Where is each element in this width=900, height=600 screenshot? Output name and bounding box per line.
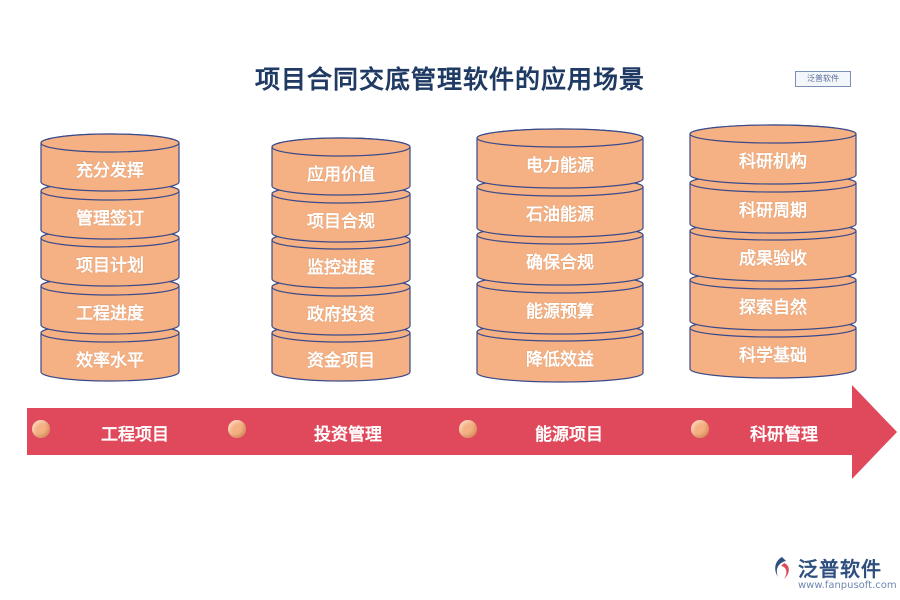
cylinder-label: 充分发挥 <box>76 161 144 181</box>
cylinder-label: 应用价值 <box>307 165 375 185</box>
cylinder-label: 资金项目 <box>307 351 375 371</box>
cylinder-label: 科研机构 <box>739 152 807 172</box>
cylinder-disk: 充分发挥 <box>40 133 180 199</box>
cylinder-label: 工程进度 <box>76 303 144 324</box>
cylinder-disk: 电力能源 <box>476 128 644 196</box>
cylinder-label: 确保合规 <box>526 253 594 273</box>
cylinder-label: 管理签订 <box>76 208 144 229</box>
category-label: 科研管理 <box>750 425 818 445</box>
timeline-dot <box>691 420 709 438</box>
cylinder-label: 项目计划 <box>76 256 144 276</box>
cylinder-label: 项目合规 <box>307 211 375 232</box>
timeline-dot <box>459 420 477 438</box>
category-label: 投资管理 <box>314 425 382 445</box>
cylinder-label: 效率水平 <box>76 351 144 371</box>
cylinder-disk: 管理签订 <box>40 180 180 247</box>
timeline-dot <box>32 420 50 438</box>
cylinder-label: 监控进度 <box>307 258 375 278</box>
page-title: 项目合同交底管理软件的应用场景 <box>254 65 645 94</box>
category-label: 工程项目 <box>101 425 169 445</box>
brand-url: www.fanpusoft.com <box>798 580 897 591</box>
brand-footer: 泛普软件 www.fanpusoft.com <box>770 553 897 598</box>
timeline-dot <box>228 420 246 438</box>
cylinder-disk: 应用价值 <box>271 137 411 203</box>
brand-name: 泛普软件 <box>798 557 882 581</box>
cylinder-label: 能源预算 <box>526 301 594 322</box>
cylinder-label: 科学基础 <box>739 346 807 366</box>
cylinder-label: 降低效益 <box>526 350 594 370</box>
cylinder-label: 政府投资 <box>307 304 375 325</box>
cylinder-label: 探索自然 <box>739 297 807 318</box>
header-logo: 泛普软件 <box>795 71 851 87</box>
cylinder-label: 电力能源 <box>526 156 594 176</box>
cylinder-disk: 科研机构 <box>689 124 857 192</box>
cylinder-label: 科研周期 <box>739 200 807 221</box>
cylinder-label: 石油能源 <box>526 204 594 225</box>
cylinder-label: 成果验收 <box>739 249 807 269</box>
category-label: 能源项目 <box>535 425 603 445</box>
brand-logo-icon <box>775 557 789 579</box>
